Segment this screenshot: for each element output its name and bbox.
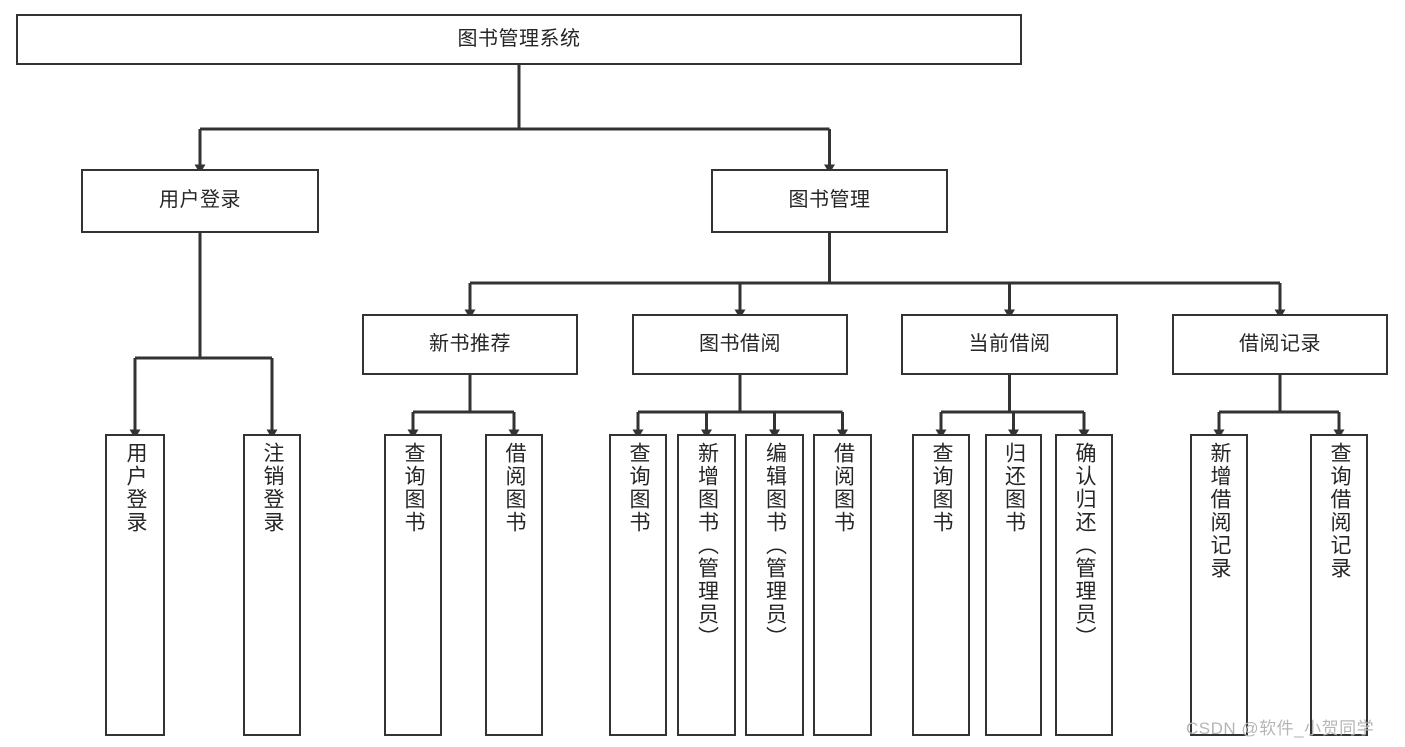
node-leaf-query-book-2[interactable]: 查询图书 [609, 434, 667, 736]
node-label: 新增图书（管理员） [695, 442, 719, 649]
node-label: 用户登录 [159, 189, 241, 212]
node-user-login[interactable]: 用户登录 [81, 169, 319, 233]
node-new-book-rec[interactable]: 新书推荐 [362, 314, 578, 375]
node-leaf-query-book-1[interactable]: 查询图书 [384, 434, 442, 736]
node-label: 借阅图书 [831, 442, 855, 534]
node-label: 新增借阅记录 [1208, 442, 1232, 580]
node-leaf-borrow-book-1[interactable]: 借阅图书 [485, 434, 543, 736]
node-leaf-add-record[interactable]: 新增借阅记录 [1190, 434, 1248, 736]
node-current-borrow[interactable]: 当前借阅 [901, 314, 1118, 375]
node-label: 借阅图书 [503, 442, 527, 534]
node-label: 确认归还（管理员） [1073, 442, 1097, 649]
node-label: 新书推荐 [429, 332, 511, 355]
node-label: 查询图书 [627, 442, 651, 534]
node-leaf-add-book[interactable]: 新增图书（管理员） [677, 434, 736, 736]
node-label: 查询图书 [402, 442, 426, 534]
node-leaf-return-book[interactable]: 归还图书 [985, 434, 1042, 736]
node-label: 图书借阅 [699, 332, 781, 355]
node-root[interactable]: 图书管理系统 [16, 14, 1022, 65]
node-label: 图书管理系统 [457, 27, 581, 50]
node-leaf-borrow-book-2[interactable]: 借阅图书 [813, 434, 872, 736]
node-leaf-confirm-ret[interactable]: 确认归还（管理员） [1055, 434, 1113, 736]
node-leaf-query-book-3[interactable]: 查询图书 [912, 434, 970, 736]
node-label: 查询借阅记录 [1328, 442, 1352, 580]
node-label: 编辑图书（管理员） [763, 442, 787, 649]
node-label: 图书管理 [788, 189, 871, 212]
node-borrow-record[interactable]: 借阅记录 [1172, 314, 1388, 375]
connector-group [129, 65, 1345, 439]
node-leaf-edit-book[interactable]: 编辑图书（管理员） [745, 434, 804, 736]
node-label: 借阅记录 [1239, 332, 1321, 355]
node-leaf-query-record[interactable]: 查询借阅记录 [1310, 434, 1368, 736]
node-label: 用户登录 [124, 442, 148, 534]
node-label: 归还图书 [1002, 442, 1026, 534]
node-leaf-user-login[interactable]: 用户登录 [105, 434, 165, 736]
node-label: 当前借阅 [968, 332, 1051, 355]
node-leaf-logout[interactable]: 注销登录 [243, 434, 301, 736]
node-label: 注销登录 [261, 442, 285, 534]
node-book-manage[interactable]: 图书管理 [711, 169, 948, 233]
node-book-borrow[interactable]: 图书借阅 [632, 314, 848, 375]
node-label: 查询图书 [930, 442, 954, 534]
